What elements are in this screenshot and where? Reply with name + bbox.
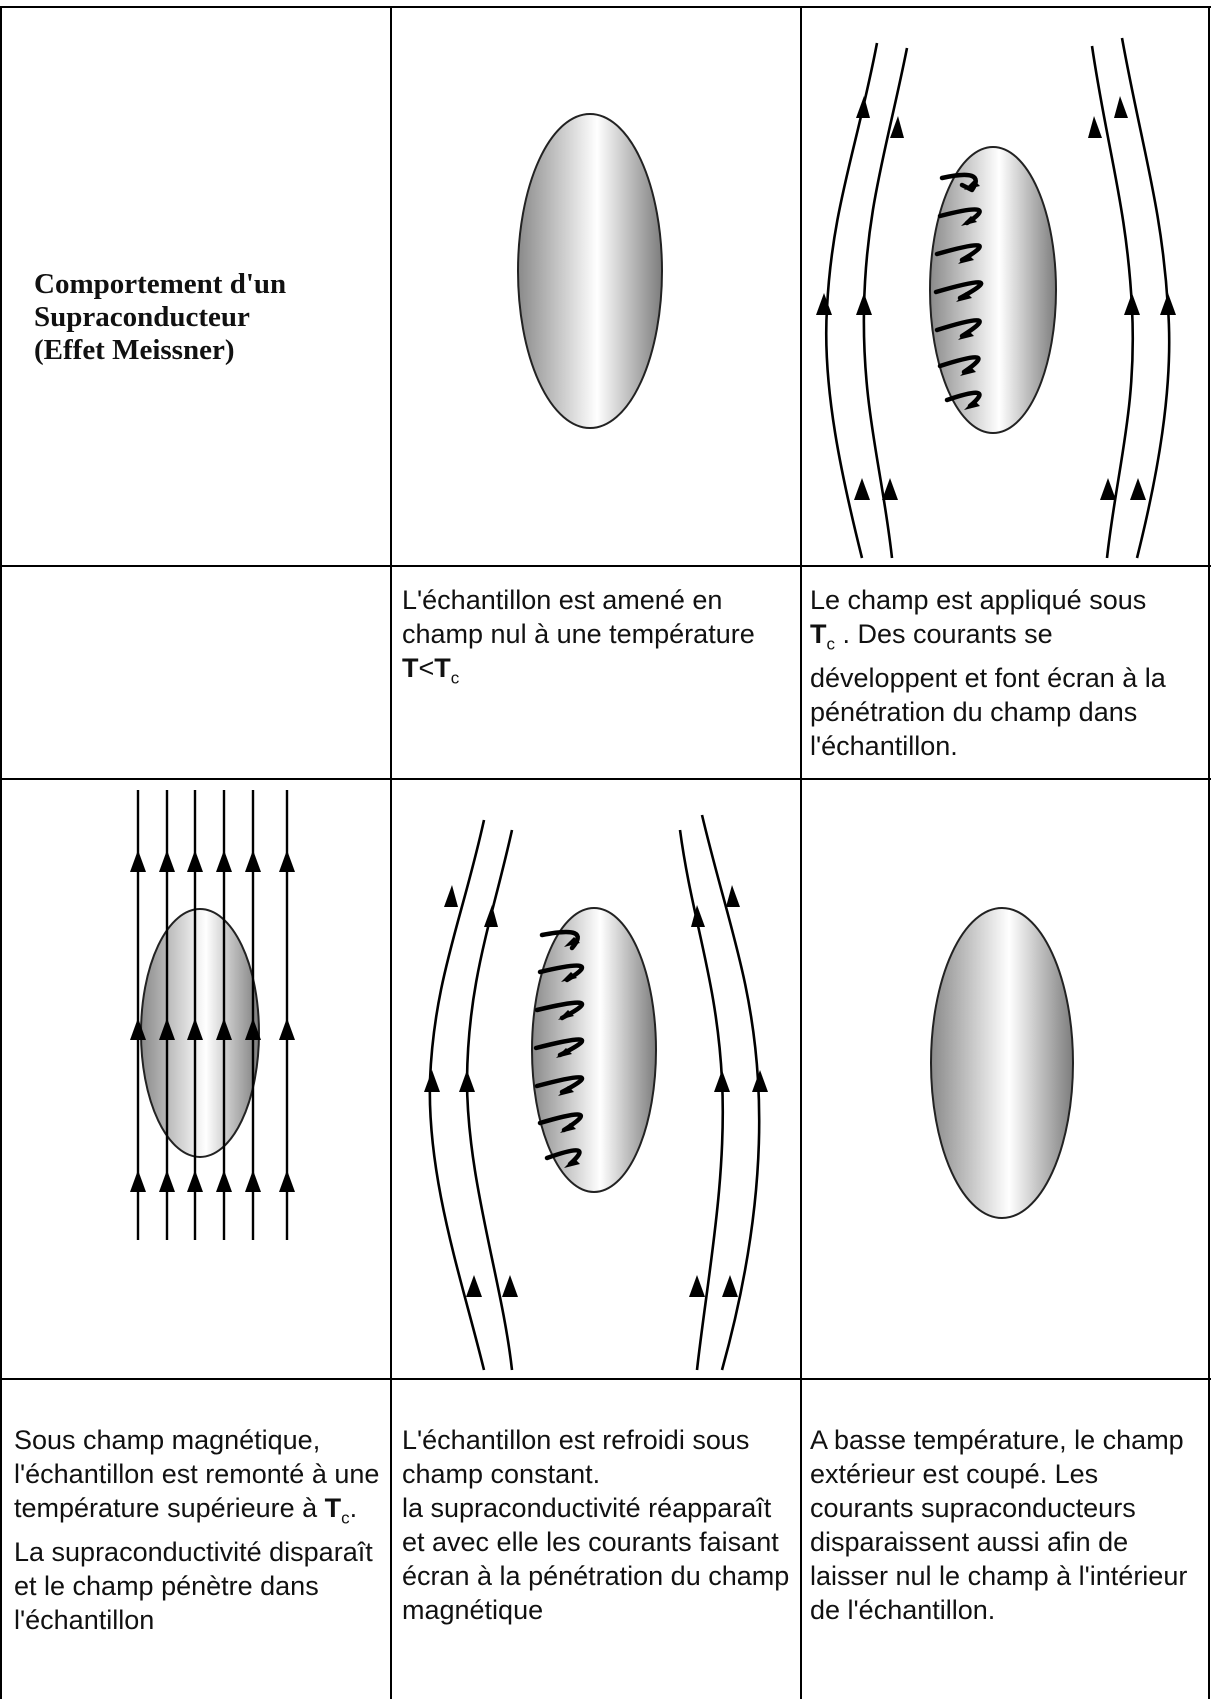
- symbol-T: T: [325, 1493, 342, 1523]
- caption-line-2: la supraconductivité réapparaît et avec …: [402, 1491, 794, 1627]
- sample-ellipse: [532, 908, 656, 1192]
- table-border-h1: [0, 565, 1211, 567]
- caption-text: L'échantillon est amené en champ nul à u…: [402, 585, 755, 649]
- diagram-field-removed: [802, 780, 1208, 1378]
- diagram-cooled-under-field: [392, 780, 800, 1378]
- caption-warmed-normal-state: Sous champ magnétique, l'échantillon est…: [14, 1423, 386, 1637]
- caption-zero-field-cooling: L'échantillon est amené en champ nul à u…: [402, 583, 792, 695]
- caption-text: A basse température, le champ extérieur …: [810, 1425, 1187, 1625]
- symbol-Tc: T: [434, 653, 451, 683]
- symbol-subscript-c: c: [827, 634, 836, 653]
- sample-ellipse: [518, 114, 662, 428]
- symbol-T: T: [810, 619, 827, 649]
- caption-text-continued: . Des courants se développent et font éc…: [810, 619, 1166, 761]
- symbol-less-than: <: [419, 653, 435, 683]
- table-title: Comportement d'un Supraconducteur (Effet…: [2, 268, 388, 367]
- caption-field-applied: Le champ est appliqué sous Tc . Des cour…: [810, 583, 1202, 763]
- caption-cooled-field-constant: L'échantillon est refroidi sous champ co…: [402, 1423, 794, 1627]
- caption-line-1: L'échantillon est refroidi sous champ co…: [402, 1423, 794, 1491]
- title-line-2: Supraconducteur: [34, 301, 388, 334]
- title-line-3: (Effet Meissner): [34, 334, 388, 367]
- symbol-T: T: [402, 653, 419, 683]
- symbol-subscript-c: c: [451, 668, 460, 687]
- table-border-right: [1208, 6, 1210, 1699]
- diagram-zero-field-sample: [392, 8, 800, 565]
- caption-field-cut: A basse température, le champ extérieur …: [810, 1423, 1202, 1627]
- diagram-field-applied-screening: [802, 8, 1208, 565]
- caption-text: Le champ est appliqué sous: [810, 585, 1146, 615]
- title-line-1: Comportement d'un: [34, 268, 388, 301]
- table-border-h3: [0, 1378, 1211, 1380]
- sample-ellipse: [931, 908, 1073, 1218]
- diagram-normal-state-penetration: [2, 780, 390, 1378]
- symbol-subscript-c: c: [341, 1508, 350, 1527]
